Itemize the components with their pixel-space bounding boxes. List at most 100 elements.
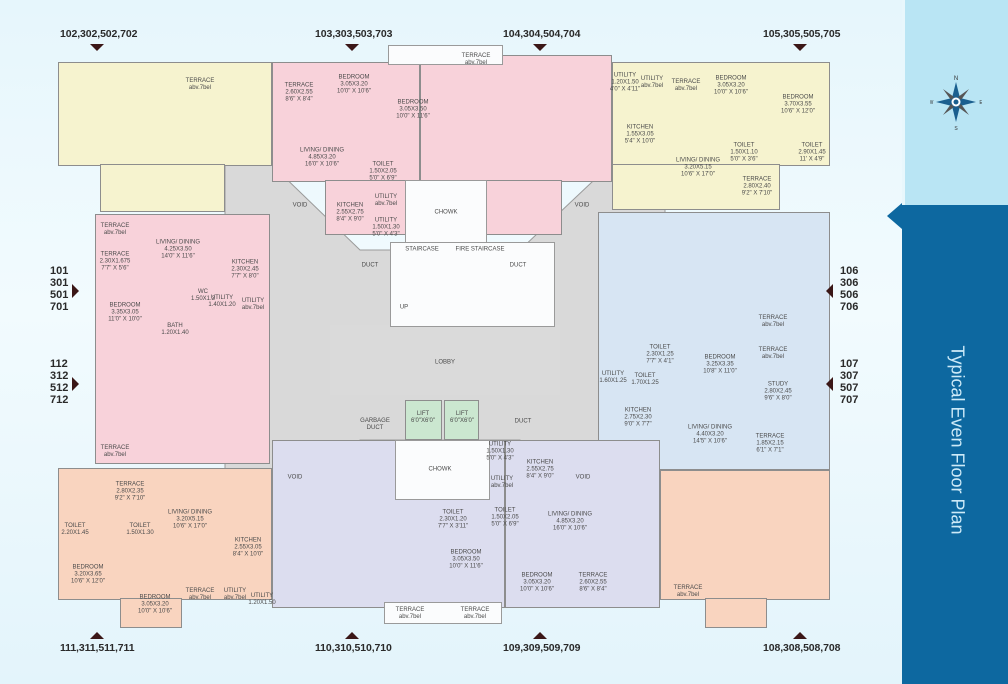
room-size-ft: 4'0" X 4'11": [609, 86, 641, 93]
room-size-m: 2.30X1.675: [99, 258, 131, 265]
room-size-m: 1.40X1.20: [208, 302, 236, 308]
compass-rose-icon: N S W E: [930, 76, 982, 132]
room-label-void: VOID: [575, 203, 590, 210]
room-size-m: 3.05X3.50: [399, 106, 427, 113]
room-label-void: VOID: [293, 203, 308, 210]
room-name: TOILET: [634, 373, 656, 379]
unit-number: 712: [50, 394, 69, 406]
room-size-m: abv.7bel: [188, 85, 212, 91]
room-size-m: 2.55X2.75: [336, 209, 364, 216]
room-name: LIVING/ DINING: [675, 157, 721, 164]
unit-label-top: 104,304,504,704: [503, 28, 581, 40]
room-size-m: 3.20X5.15: [176, 516, 204, 523]
room-size-ft: 14'0" X 11'6": [161, 253, 195, 260]
room-size-m: 4.85X3.20: [556, 518, 584, 525]
room-name: BEDROOM: [397, 99, 429, 106]
arrow-left-icon: [826, 284, 833, 298]
room-size-m: 3.05X3.20: [340, 81, 368, 88]
room-size-ft: 10'0" X 10'6": [520, 586, 554, 593]
unit-number: 512: [50, 382, 69, 394]
unit-number: 306: [840, 277, 859, 289]
unit-number: 507: [840, 382, 859, 394]
unit-105: [612, 62, 830, 166]
unit-label-top: 105,305,505,705: [763, 28, 841, 40]
panel-notch: [887, 203, 902, 229]
terrace-top: [388, 45, 503, 65]
room-size-ft: 9'0" X 7'7": [624, 421, 652, 428]
room-name: UTILITY: [374, 194, 398, 200]
unit-label-bottom: 111,311,511,711: [60, 642, 135, 654]
room-name: LIVING/ DINING: [299, 147, 345, 154]
room-name: KITCHEN: [336, 202, 364, 209]
unit-number: 301: [50, 277, 69, 289]
room-size-m: abv.7bel: [103, 452, 127, 458]
room-name: BATH: [167, 323, 183, 329]
room-name: BEDROOM: [521, 572, 553, 579]
room-size-m: 1.20X1.50: [611, 79, 639, 86]
room-size-m: 3.05X3.20: [141, 601, 169, 608]
room-size-ft: 8'4" X 9'0": [526, 473, 554, 480]
room-name: GARBAGE: [360, 418, 390, 424]
arrow-right-icon: [72, 284, 79, 298]
room-name: VOID: [575, 474, 591, 481]
compass-w: W: [930, 100, 934, 106]
unit-number: 101: [50, 265, 69, 277]
unit-number: 107: [840, 358, 859, 370]
room-size-ft: 9'6" X 8'0": [764, 395, 792, 402]
room-size-m: 3.05X3.20: [523, 579, 551, 586]
room-name: TOILET: [129, 523, 151, 529]
room-name: VOID: [287, 474, 303, 481]
room-size-m: 2.80X2.35: [116, 488, 144, 495]
room-size-ft: 6'1" X 7'1": [756, 447, 784, 454]
room-size-m: 3.25X3.35: [706, 361, 734, 368]
room-name: DUCT: [361, 262, 379, 269]
room-size-ft: 8'4" X 10'0": [232, 551, 264, 558]
room-size-ft: 16'0" X 10'6": [305, 161, 339, 168]
room-size-m: abv.7bel: [464, 60, 488, 66]
unit-number: 112: [50, 358, 68, 370]
room-name: TOILET: [64, 523, 86, 529]
room-size-ft: 14'5" X 10'6": [693, 438, 727, 445]
room-size-ft: 10'0" X 10'6": [714, 89, 748, 96]
room-size-m: abv.7bel: [188, 595, 212, 601]
unit-number: 706: [840, 301, 859, 313]
room-name: TOILET: [494, 507, 516, 514]
room-size-m: 2.75X2.30: [624, 414, 652, 421]
room-name: TERRACE: [671, 79, 701, 85]
room-name: LIVING/ DINING: [687, 424, 733, 431]
room-name: BEDROOM: [704, 354, 736, 361]
room-label-staircase: STAIRCASE: [405, 247, 439, 254]
room-label-up: UP: [400, 305, 408, 312]
room-size-m: 1.50X1.30: [126, 530, 154, 536]
room-name: TERRACE: [461, 53, 491, 59]
room-size-m: 1.50X1.3: [190, 296, 216, 302]
room-name: VOID: [574, 202, 590, 209]
room-size-m: abv.7bel: [676, 592, 700, 598]
room-size-m: 2.60X2.55: [579, 579, 607, 586]
compass-e: E: [979, 100, 982, 106]
room-name: CHOWK: [434, 209, 458, 216]
room-name: TERRACE: [284, 82, 314, 89]
room-size-m: abv.7bel: [103, 230, 127, 236]
unit-104: [420, 55, 612, 182]
unit-number: 506: [840, 289, 859, 301]
